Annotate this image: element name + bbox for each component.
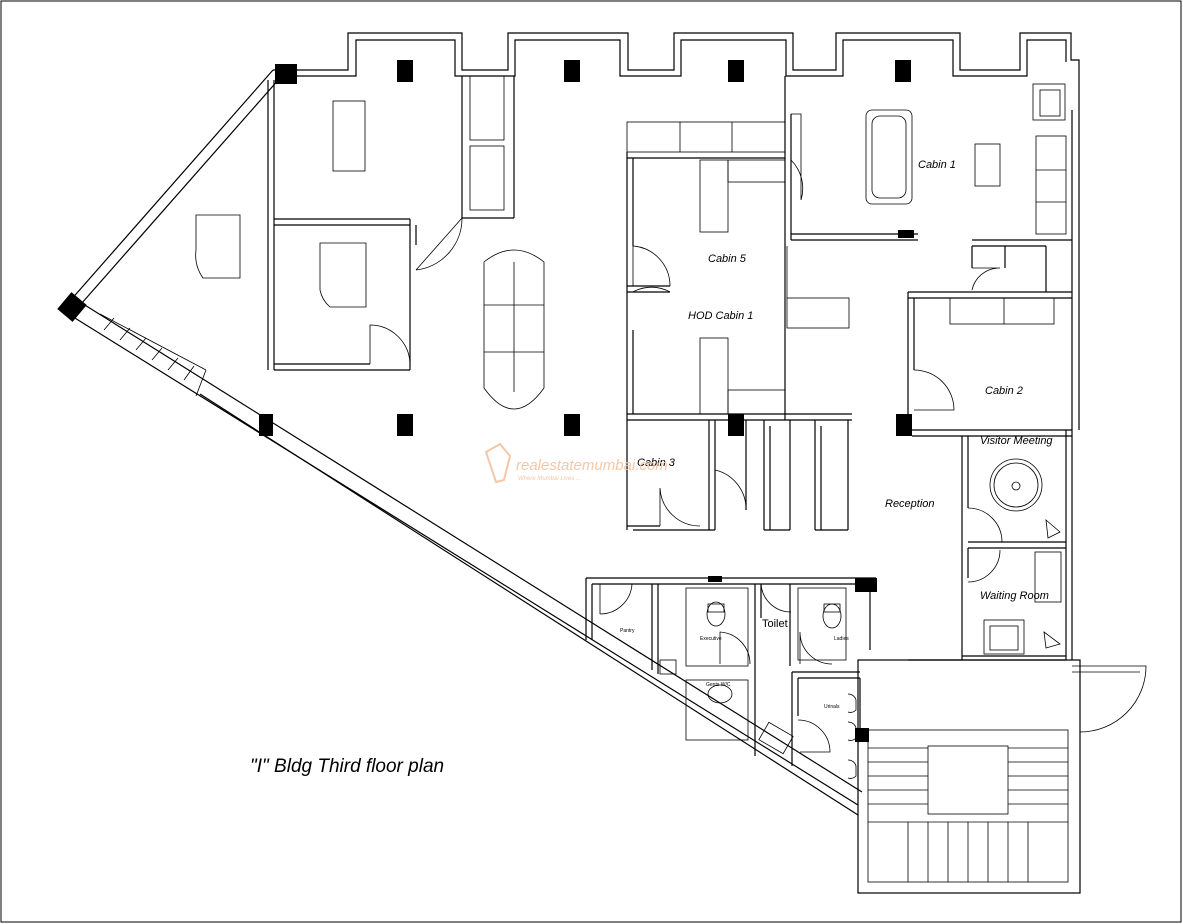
column xyxy=(855,728,869,742)
columns xyxy=(57,60,912,742)
label-hod-cabin-1: HOD Cabin 1 xyxy=(688,310,753,322)
column xyxy=(275,64,297,84)
plan-title: "I" Bldg Third floor plan xyxy=(250,756,444,777)
label-toilet: Toilet xyxy=(762,618,788,630)
label-cabin-5: Cabin 5 xyxy=(708,253,747,265)
meeting-waiting-area xyxy=(908,436,1066,661)
staircase xyxy=(868,665,1147,882)
cabin-1-area xyxy=(790,83,1067,241)
watermark-brand: realestatemumbai.com xyxy=(516,457,668,474)
cabin-2-area xyxy=(907,239,1072,437)
column xyxy=(397,60,413,82)
outer-walls xyxy=(61,32,1081,894)
column xyxy=(896,414,912,436)
label-pantry: Pantry xyxy=(620,628,635,634)
watermark-tagline: Where Mumbai Lives ... xyxy=(518,476,581,482)
column xyxy=(728,60,744,82)
toilet-block xyxy=(585,577,876,779)
label-executive: Executive xyxy=(700,636,722,642)
column xyxy=(57,292,87,322)
label-cabin-2: Cabin 2 xyxy=(985,385,1023,397)
middle-cabins xyxy=(626,76,852,531)
column xyxy=(259,414,273,436)
label-cabin-3: Cabin 3 xyxy=(637,457,676,469)
label-cabin-1: Cabin 1 xyxy=(918,159,956,171)
room-labels: Cabin 1 Cabin 5 HOD Cabin 1 Cabin 2 Visi… xyxy=(250,159,1053,777)
watermark-logo xyxy=(484,442,512,484)
label-visitor-meeting: Visitor Meeting xyxy=(980,435,1053,447)
label-urinals: Urinals xyxy=(824,704,840,710)
column xyxy=(564,60,580,82)
column xyxy=(728,414,744,436)
label-waiting-room: Waiting Room xyxy=(980,590,1049,602)
column xyxy=(895,60,911,82)
column xyxy=(855,578,877,592)
watermark: realestatemumbai.com Where Mumbai Lives … xyxy=(484,442,668,484)
label-gents-wc: Gents W/C xyxy=(706,682,731,688)
column xyxy=(564,414,580,436)
open-office-left xyxy=(99,75,545,410)
label-reception: Reception xyxy=(885,498,935,510)
column xyxy=(397,414,413,436)
column xyxy=(708,576,722,582)
label-ladies: Ladies xyxy=(834,636,849,642)
